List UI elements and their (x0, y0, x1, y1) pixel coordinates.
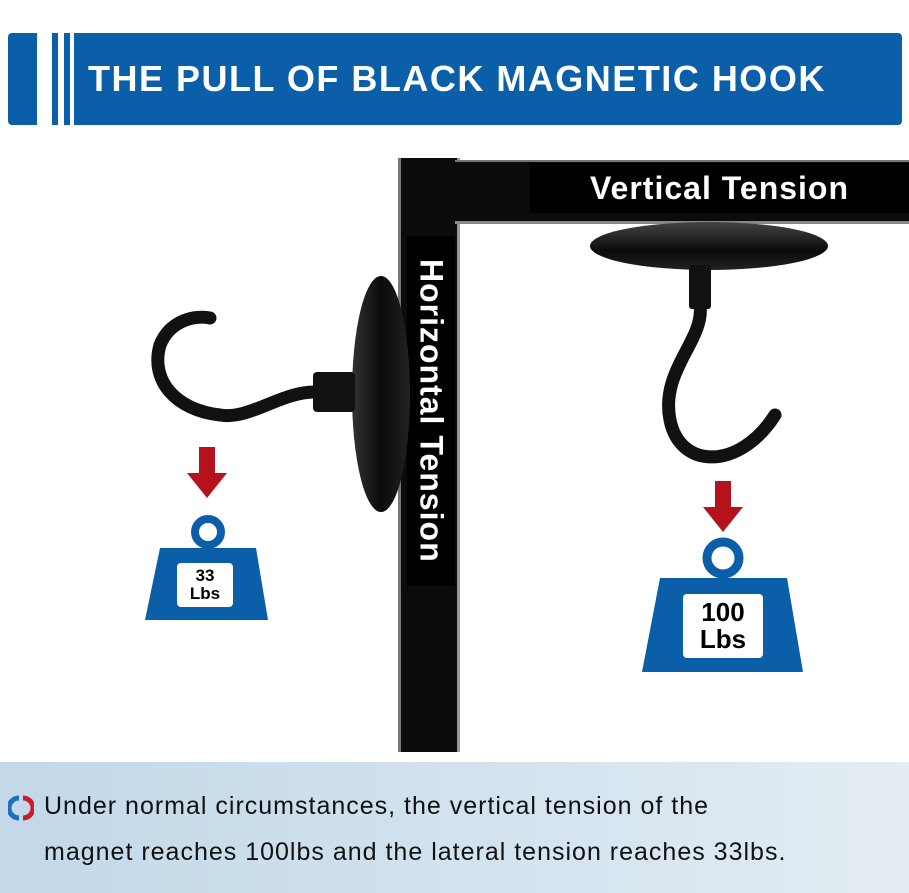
arrow-down-icon (703, 481, 743, 532)
horizontal-tension-label: Horizontal Tension (407, 236, 455, 586)
vertical-tension-label: Vertical Tension (530, 163, 909, 213)
footer-line-2: magnet reaches 100lbs and the lateral te… (44, 838, 787, 866)
footer-line-1: Under normal circumstances, the vertical… (44, 792, 709, 820)
header-decor-stripe (52, 33, 58, 125)
footer-panel (0, 762, 909, 893)
page-title: THE PULL OF BLACK MAGNETIC HOOK (74, 33, 902, 125)
weight-unit: Lbs (189, 584, 221, 603)
header-decor-block (8, 33, 37, 125)
header-decor-stripe (64, 33, 70, 125)
magnet-ring-icon (8, 795, 34, 821)
right-magnet-hook (590, 222, 828, 464)
weight-value: 33 (195, 566, 215, 586)
weight-value: 100 (701, 596, 745, 627)
weight-label-100: 100 Lbs (683, 594, 763, 658)
weight-label-33: 33 Lbs (177, 563, 233, 607)
arrow-down-icon (187, 447, 227, 498)
weight-unit: Lbs (699, 624, 747, 654)
left-magnet-hook (151, 276, 410, 512)
